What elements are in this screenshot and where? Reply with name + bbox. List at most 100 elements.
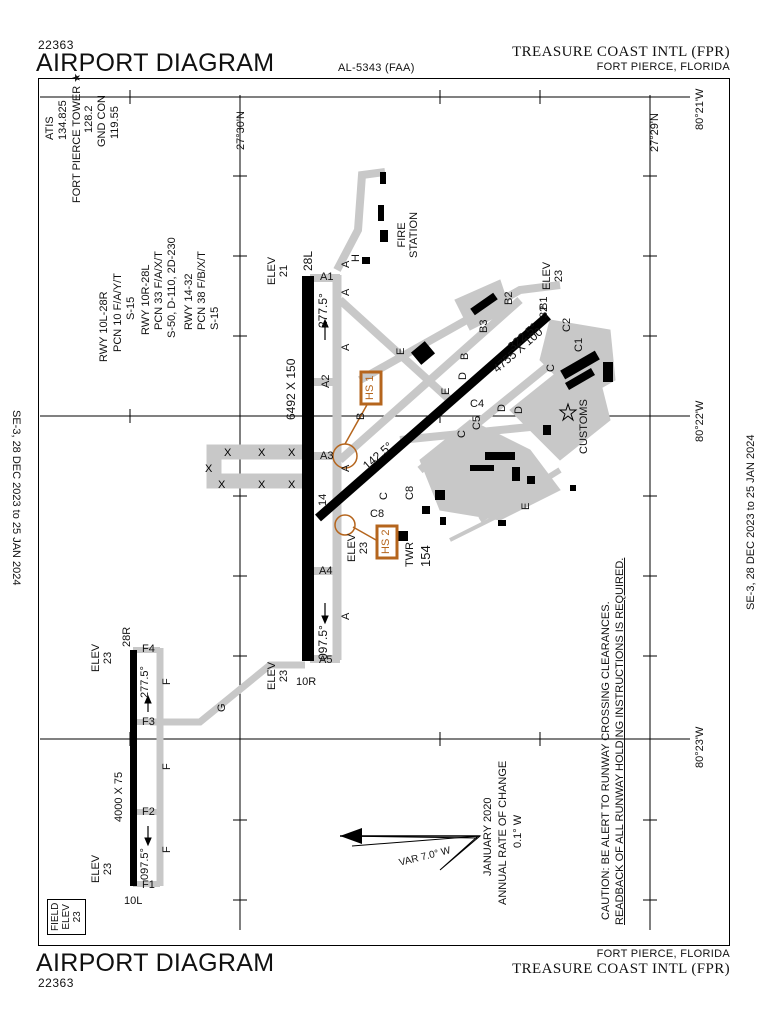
- rwy-info-1-name: RWY 10L-28R: [98, 291, 110, 362]
- taxiway-label-h: H: [350, 254, 362, 262]
- rwy-info-3-pcn: PCN 38 F/B/X/T: [196, 251, 208, 330]
- taxiway-label-a2: A2: [320, 374, 332, 388]
- lon-1-label: 80°21'W: [694, 88, 706, 130]
- rwy-info-3-strength: S-15: [209, 306, 221, 330]
- taxiway-label-b3: B3: [478, 319, 490, 333]
- magvar-rate: 0.1° W: [512, 814, 524, 848]
- taxiway-label-f4: F4: [142, 643, 155, 655]
- taxiway-label-c-1: C1: [573, 337, 585, 352]
- svg-text:X: X: [224, 447, 232, 459]
- tower-label-map: TWR: [404, 541, 416, 567]
- map-frame: [38, 78, 730, 946]
- taxiway-label-a4: A4: [319, 565, 333, 577]
- taxiway-label-c-4: C: [378, 492, 390, 500]
- main-runway-end-28l: 28L: [301, 250, 315, 271]
- atis-frequency: 134.825: [57, 100, 69, 140]
- svg-text:X: X: [258, 479, 266, 491]
- tower-label: FORT PIERCE TOWER ★: [71, 72, 83, 203]
- small-runway-elev-bottom: ELEV 23: [90, 854, 114, 883]
- small-runway-dims: 4000 X 75: [113, 771, 125, 822]
- taxiway-label-f3: F3: [142, 716, 155, 728]
- hotspot-1-label: HS 1: [364, 375, 376, 400]
- svg-text:X: X: [218, 479, 226, 491]
- taxiway-label-c8-2: C8: [404, 485, 416, 500]
- field-elevation-box: FIELD ELEV 23: [47, 898, 86, 935]
- taxiway-label-f2: F2: [142, 806, 155, 818]
- rwy-info-1-pcn: PCN 10 F/A/Y/T: [112, 273, 124, 352]
- runway-10r-28l: [302, 276, 314, 661]
- tower-elev: 154: [418, 545, 433, 567]
- lat-top-label: 27°30'N: [235, 111, 247, 150]
- customs-label: CUSTOMS: [578, 399, 590, 454]
- svg-text:X: X: [205, 463, 213, 475]
- taxiway-label-b2: B2: [503, 291, 515, 305]
- svg-text:X: X: [288, 447, 296, 459]
- magvar-date: JANUARY 2020: [482, 797, 494, 876]
- small-runway-elev-top: ELEV 23: [90, 643, 114, 672]
- footer-procedure-number: 22363: [38, 976, 74, 990]
- taxiway-network: [133, 168, 616, 887]
- taxiway-label-a-3: A: [340, 464, 352, 472]
- main-runway-elev-top: ELEV 21: [266, 256, 290, 285]
- ground-frequency: 119.55: [109, 106, 121, 139]
- taxiway-label-e-2: E: [520, 502, 532, 510]
- runway-14-32: [315, 312, 551, 522]
- taxiway-label-a5: A5: [319, 654, 333, 666]
- graticule: [40, 90, 690, 930]
- taxiway-label-d-1: D: [457, 372, 469, 380]
- runways: [130, 276, 551, 886]
- rwy-info-1-strength: S-15: [125, 296, 137, 320]
- rwy-info-3-name: RWY 14-32: [183, 273, 195, 330]
- svg-text:X: X: [258, 447, 266, 459]
- taxiway-label-d-2: D: [496, 404, 508, 412]
- small-runway-hdg-west: 277.5°: [139, 666, 151, 698]
- taxiway-label-e-3: E: [395, 347, 407, 355]
- taxiway-label-a-1: A: [340, 288, 352, 296]
- taxiway-label-b-1: B: [355, 412, 367, 420]
- airport-name: TREASURE COAST INTL (FPR): [512, 44, 730, 60]
- taxiway-label-c2: C2: [561, 317, 573, 332]
- caution-line-1: CAUTION: BE ALERT TO RUNWAY CROSSING CLE…: [600, 601, 612, 920]
- caution-line-2: READBACK OF ALL RUNWAY HOLDING INSTRUCTI…: [614, 557, 626, 925]
- customs-star-icon: [558, 402, 578, 422]
- footer-airport-location: FORT PIERCE, FLORIDA: [596, 948, 730, 960]
- taxiway-label-c4: C4: [470, 398, 485, 410]
- footer-chart-title: AIRPORT DIAGRAM: [36, 949, 275, 977]
- taxiway-label-f-1: F: [161, 678, 173, 685]
- taxiway-label-c-2: C: [545, 364, 557, 372]
- taxiway-label-a-2: A: [340, 343, 352, 351]
- rwy-info-2-strength: S-50, D-110, 2D-230: [166, 237, 178, 338]
- lon-3-label: 80°23'W: [694, 726, 706, 768]
- airport-location: FORT PIERCE, FLORIDA: [596, 61, 730, 73]
- taxiway-label-b1: B1: [538, 296, 550, 310]
- lat-right-label: 27°29'N: [649, 113, 661, 152]
- svg-text:X: X: [288, 479, 296, 491]
- taxiway-label-d-3: D: [513, 406, 525, 414]
- tower-frequency: 128.2: [83, 105, 95, 133]
- lon-2-label: 80°22'W: [694, 400, 706, 442]
- taxiway-label-a-4: A: [340, 612, 352, 620]
- taxiway-label-a3: A3: [320, 450, 334, 462]
- hotspot-2-label: HS 2: [380, 529, 392, 554]
- taxiway-label-g: G: [216, 703, 228, 712]
- taxiway-label-f-2: F: [161, 763, 173, 770]
- footer-airport-name: TREASURE COAST INTL (FPR): [512, 961, 730, 977]
- small-runway-end-10l: 10L: [124, 895, 143, 907]
- taxiway-label-b-2: B: [459, 352, 471, 360]
- rwy-info-2-name: RWY 10R-28L: [140, 264, 152, 335]
- ground-label: GND CON: [96, 95, 108, 147]
- rwy-info-2-pcn: PCN 33 F/A/X/T: [153, 251, 165, 330]
- taxiway-label-f1: F1: [142, 879, 155, 891]
- magnetic-variation-arrow: [339, 828, 482, 871]
- fire-station-label: FIRE STATION: [396, 211, 420, 258]
- small-runway-end-28r: 28R: [121, 626, 133, 647]
- diag-runway-end-14: 14: [317, 493, 329, 506]
- taxiway-label-c8: C8: [370, 508, 385, 520]
- taxiway-label-e-1: E: [440, 387, 452, 395]
- main-runway-dims: 6492 X 150: [284, 358, 298, 420]
- small-runway-hdg-east: 097.5°: [139, 848, 151, 880]
- buildings: [362, 172, 613, 541]
- taxiway-label-a1: A1: [320, 271, 334, 283]
